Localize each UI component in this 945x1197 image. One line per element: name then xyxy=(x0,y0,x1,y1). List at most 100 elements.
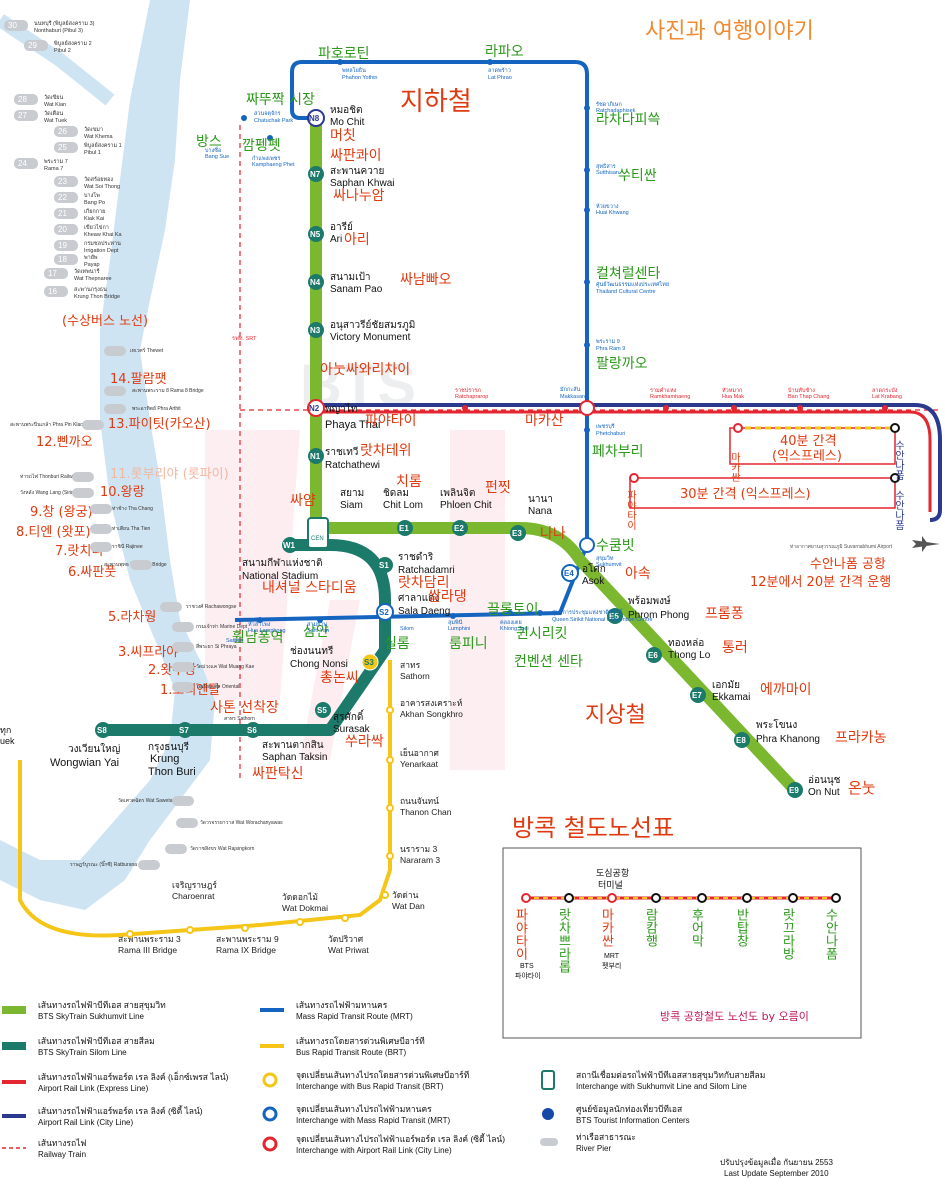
code-e7: E7 xyxy=(692,691,702,700)
legend-label-th: จุดเปลี่ยนเส้นทางไปรถโดยสารด่วนพิเศษบีอา… xyxy=(296,1069,470,1081)
svg-text:พญาไท: พญาไท xyxy=(325,403,357,415)
svg-text:14.팔람팻: 14.팔람팻 xyxy=(110,372,167,387)
svg-text:Ratchaprarop: Ratchaprarop xyxy=(455,394,488,400)
svg-text:아속: 아속 xyxy=(625,566,651,582)
svg-text:Thon Buri: Thon Buri xyxy=(148,766,196,778)
svg-text:บ้านทับช้าง: บ้านทับช้าง xyxy=(788,387,815,394)
pier-name-en: Kheaw Khai Ka xyxy=(84,232,123,238)
pier-name-th: พิบูลย์สงคราม 2 xyxy=(54,40,92,47)
svg-text:สุทธิสาร: สุทธิสาร xyxy=(596,163,616,170)
svg-text:อ่อนนุช: อ่อนนุช xyxy=(808,775,841,786)
legend-label-en: BTS Tourist Information Centers xyxy=(576,1116,690,1125)
svg-text:Charoenrat: Charoenrat xyxy=(172,891,215,901)
svg-text:치롬: 치롬 xyxy=(396,474,422,490)
svg-text:พระราม 9: พระราม 9 xyxy=(596,339,620,345)
svg-text:รัชดาภิเษก: รัชดาภิเษก xyxy=(596,101,622,108)
svg-text:สาทร Sathorn: สาทร Sathorn xyxy=(224,716,255,722)
pier-number: 23 xyxy=(58,177,67,186)
elevated-title: 지상철 xyxy=(585,703,646,728)
svg-text:총논씨: 총논씨 xyxy=(320,670,359,686)
inset-station-dot xyxy=(651,893,661,903)
svg-text:실롬: 실롬 xyxy=(384,636,410,652)
pier-name-th: วัดเขียน xyxy=(44,94,64,101)
update-th: ปรับปรุงข้อมูลเมื่อ กันยายน 2553 xyxy=(720,1156,833,1168)
svg-text:파야타이: 파야타이 xyxy=(365,413,417,429)
svg-text:Nana: Nana xyxy=(528,506,552,517)
svg-text:Ari: Ari xyxy=(330,234,342,245)
svg-text:Phetchaburi: Phetchaburi xyxy=(596,431,625,437)
svg-text:นราราม 3: นราราม 3 xyxy=(400,844,437,854)
sukhumvit-stations: N8 N7 N5 N4 N3 N2 N1 E1 E2 E3 E4 E5 E6 E… xyxy=(95,109,803,798)
svg-text:สุรศักดิ์: สุรศักดิ์ xyxy=(333,709,365,723)
svg-text:Mo Chit: Mo Chit xyxy=(330,117,365,128)
svg-text:ท่ารถไฟ Thonburi Railway: ท่ารถไฟ Thonburi Railway xyxy=(20,473,78,480)
pier-badges-lower xyxy=(72,346,198,870)
pier-badge xyxy=(54,224,78,235)
siam-interchange xyxy=(307,517,329,549)
svg-text:Sanam Pao: Sanam Pao xyxy=(330,284,383,295)
pier-number: 16 xyxy=(48,287,57,296)
code-n8: N8 xyxy=(309,114,320,123)
svg-text:อนุสาวรีย์ชัยสมรภูมิ: อนุสาวรีย์ชัยสมรภูมิ xyxy=(330,319,415,331)
station-n8 xyxy=(307,109,325,127)
inset-station-name: 랏끄라방 xyxy=(780,908,795,960)
legend-label-th: ศูนย์ข้อมูลนักท่องเที่ยวบีทีเอส xyxy=(576,1103,683,1115)
code-s7: S7 xyxy=(179,726,189,735)
pier-badge xyxy=(54,126,78,137)
svg-text:Wat Priwat: Wat Priwat xyxy=(328,945,369,955)
legend-label-en: Mass Rapid Transit Route (MRT) xyxy=(296,1012,413,1021)
svg-text:팔랑까오: 팔랑까오 xyxy=(596,356,648,372)
code-e6: E6 xyxy=(648,651,658,660)
svg-text:ราชินี Rajinee: ราชินี Rajinee xyxy=(112,543,143,550)
code-e3: E3 xyxy=(512,529,522,538)
svg-text:Rama IX Bridge: Rama IX Bridge xyxy=(216,945,276,955)
svg-text:ราชเทวี: ราชเทวี xyxy=(325,446,358,458)
legend-label-en: Railway Train xyxy=(38,1150,86,1159)
svg-text:คลองเตย: คลองเตย xyxy=(500,620,522,626)
code-n1: N1 xyxy=(310,452,321,461)
airplane-icon xyxy=(912,536,940,552)
code-w1: W1 xyxy=(283,541,296,550)
pier-badge xyxy=(4,20,28,31)
legend-label-th: เส้นทางรถไฟฟ้าบีทีเอส สายสุขุมวิท xyxy=(38,1000,166,1011)
svg-text:อาคารสงเคราะห์: อาคารสงเคราะห์ xyxy=(400,698,462,708)
svg-text:끌롱토이: 끌롱토이 xyxy=(487,602,539,618)
legend-symbol xyxy=(542,1108,554,1120)
svg-text:Lat Krabang: Lat Krabang xyxy=(872,394,902,400)
code-n7: N7 xyxy=(310,170,321,179)
svg-text:Siam: Siam xyxy=(340,500,363,511)
svg-text:วังหลัง Wang Lang (Siriraj): วังหลัง Wang Lang (Siriraj) xyxy=(20,490,79,496)
svg-text:Chit Lom: Chit Lom xyxy=(383,500,423,511)
station-n4 xyxy=(308,274,324,290)
svg-text:3.씨프라야: 3.씨프라야 xyxy=(118,645,178,660)
legend-label-en: Interchange with Airport Rail Link (City… xyxy=(296,1146,452,1155)
svg-text:Phahon Yothin: Phahon Yothin xyxy=(342,75,377,81)
code-e5: E5 xyxy=(609,612,619,621)
svg-text:สะพานควาย: สะพานควาย xyxy=(330,166,384,177)
svg-text:ลาดกระบัง: ลาดกระบัง xyxy=(872,387,898,394)
svg-text:파야타이: 파야타이 xyxy=(625,490,637,531)
svg-text:11.롯부리야 (롯파이): 11.롯부리야 (롯파이) xyxy=(110,467,229,482)
svg-text:Ramkhamhaeng: Ramkhamhaeng xyxy=(650,394,690,400)
code-e4: E4 xyxy=(564,569,574,578)
svg-text:(수상버스 노선): (수상버스 노선) xyxy=(62,314,148,329)
svg-text:กรมเจ้าท่า Marine Dept: กรมเจ้าท่า Marine Dept xyxy=(196,623,248,630)
pier-name-th: พระราม 7 xyxy=(44,159,68,165)
mrt-stations xyxy=(241,59,595,623)
svg-text:Khlong Toei: Khlong Toei xyxy=(500,626,529,632)
legend-label-en: BTS SkyTrain Silom Line xyxy=(38,1048,127,1057)
svg-text:마카싼: 마카싼 xyxy=(729,452,741,482)
svg-text:Thanon Chan: Thanon Chan xyxy=(400,807,452,817)
svg-text:머칫: 머칫 xyxy=(330,128,356,144)
station-w1 xyxy=(282,537,298,553)
pier-name-en: Wat Soi Thong xyxy=(84,184,120,190)
svg-text:หมอชิต: หมอชิต xyxy=(330,105,362,116)
railway-line xyxy=(239,125,940,780)
svg-text:수안나폼: 수안나폼 xyxy=(893,440,905,480)
svg-text:ทองหล่อ: ทองหล่อ xyxy=(668,638,704,649)
station-n1 xyxy=(308,448,324,464)
svg-text:สุขุมวิท: สุขุมวิท xyxy=(596,555,614,562)
inset-station-dot xyxy=(697,893,707,903)
svg-text:Phra Khanong: Phra Khanong xyxy=(756,734,820,745)
svg-text:ลุมพินี: ลุมพินี xyxy=(448,619,463,626)
